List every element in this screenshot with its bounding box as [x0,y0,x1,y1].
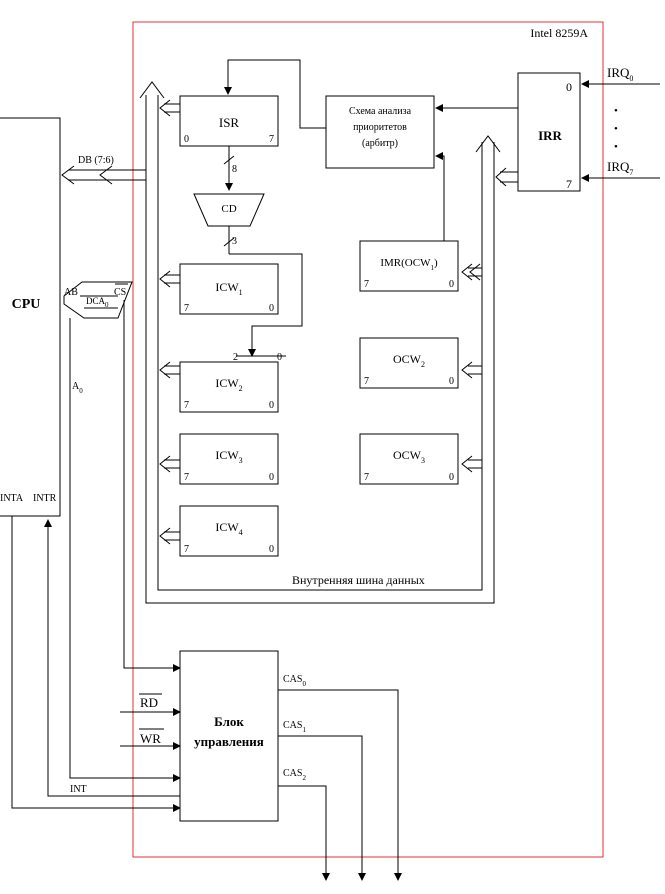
ocw2-bus-link [461,361,482,379]
ab-bus [63,281,133,319]
icw1-label: ICW1 [215,280,242,297]
cd-width-in: 8 [232,164,237,175]
control-block [179,650,279,822]
cpu-block [0,117,61,517]
cd-label: CD [221,203,236,215]
icw1-bus-link [159,270,180,288]
icw2-label: ICW2 [215,376,242,393]
ocw2-block [359,337,459,389]
imr-label: IMR(OCW1) [380,257,438,272]
isr-block [179,95,279,147]
ocw3-bus-link [461,455,482,473]
dca-label: DCA0 [86,296,109,309]
internal-bus-label: Внутренняя шина данных [292,573,425,587]
icw4-bit-left: 7 [184,544,189,555]
isr-bus-link [159,99,180,117]
ocw2-bit-right: 0 [449,376,454,387]
priority-line2: приоритетов [353,122,407,133]
icw3-bit-left: 7 [184,472,189,483]
icw1-block [179,263,279,315]
irq7-label: IRQ7 [607,159,633,177]
icw4-block [179,505,279,557]
irr-bit0: 0 [566,80,572,94]
icw2-bit-right: 0 [269,400,274,411]
arbiter-to-isr [224,59,326,129]
icw4-label: ICW4 [215,520,242,537]
cpu-inta-label: INTA [0,493,24,504]
cpu-intr-label: INTR [33,493,57,504]
chip-outline [132,21,604,858]
icw4-bit-right: 0 [269,544,274,555]
irr-bus-link [495,167,518,187]
isr-label: ISR [219,115,240,130]
icw3-bus-link [159,455,180,473]
int-label: INT [70,784,87,795]
ocw3-bit-right: 0 [449,472,454,483]
ocw2-label: OCW2 [393,352,425,369]
priority-line3: (арбитр) [362,138,398,149]
int-line [44,519,180,797]
icw1-bit-left: 7 [184,303,189,314]
ab-label: AB [64,287,78,298]
inta-line [11,516,181,812]
a0-line [69,318,181,782]
wr-label: WR [140,731,161,746]
priority-arbiter-block [325,95,435,169]
icw3-label: ICW3 [215,448,242,465]
imr-to-arbiter [435,152,445,241]
irr-label: IRR [538,128,562,143]
irq0-label: IRQ0 [607,65,633,83]
irr-bit7: 7 [566,177,572,191]
isr-bit7: 7 [269,134,274,145]
icw1-bit-right: 0 [269,303,274,314]
priority-line1: Схема анализа [349,106,412,117]
icw2-mark-left: 2 [233,352,238,363]
ocw2-bit-left: 7 [364,376,369,387]
chip-label: Intel 8259A [530,26,588,40]
cs-label: CS [114,287,126,298]
icw3-block [179,433,279,485]
db-bus [61,165,146,185]
cas0-label: CAS0 [283,674,306,688]
cas2-label: CAS2 [283,768,306,782]
cas1-line [278,735,366,881]
control-line1: Блок [214,714,244,729]
cd-width-out: 3 [232,236,237,247]
imr-block [359,240,459,292]
cs-line [123,300,181,672]
irq-dot-3: • [614,141,618,153]
rd-label: RD [140,695,158,710]
imr-bit-right: 0 [449,279,454,290]
irr-block [517,72,581,192]
cas0-line [278,689,402,881]
ocw3-label: OCW3 [393,448,425,465]
irq-dot-2: • [614,123,618,135]
db-bus-label: DB (7:6) [78,155,114,166]
ocw3-bit-left: 7 [364,472,369,483]
ocw3-block [359,433,459,485]
cd-block [193,193,265,227]
icw4-bus-link [159,527,180,545]
imr-bus-link [461,263,482,281]
cas1-label: CAS1 [283,720,306,734]
a0-label: A0 [72,381,83,395]
icw2-bit-left: 7 [184,400,189,411]
cpu-label: CPU [12,297,41,312]
control-line2: управления [194,734,264,749]
icw2-block [179,361,279,413]
irq-dot-1: • [614,105,618,117]
icw2-mark-right: 0 [277,352,282,363]
icw2-bus-link [159,361,180,379]
isr-bit0: 0 [184,134,189,145]
imr-bit-left: 7 [364,279,369,290]
cd-to-icw2 [229,253,303,357]
cas2-line [278,785,330,881]
icw3-bit-right: 0 [269,472,274,483]
